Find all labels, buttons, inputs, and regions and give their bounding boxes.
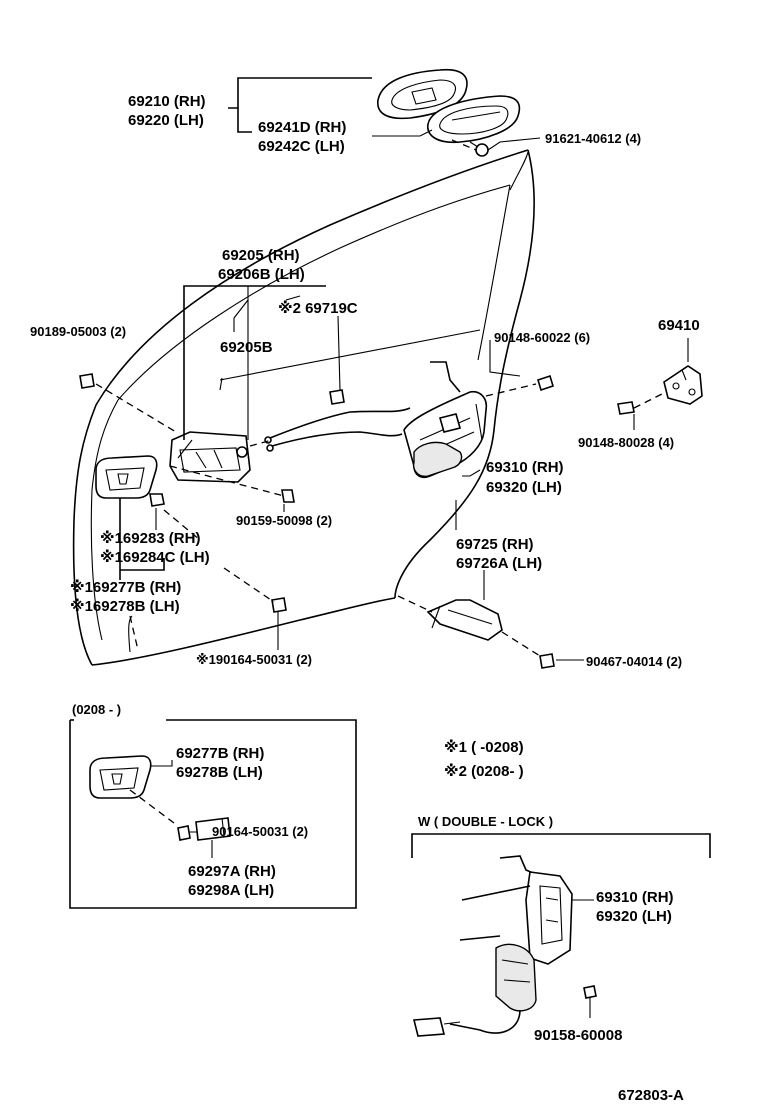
inset-box	[69, 719, 357, 909]
label-69726A: 69726A (LH)	[456, 555, 542, 572]
note-2: ※2 (0208- )	[444, 762, 524, 780]
screw-69719C	[329, 389, 345, 405]
door-lock-assembly	[403, 390, 488, 479]
label-inset-date: (0208 - )	[72, 702, 121, 717]
label-69410: 69410	[658, 317, 700, 334]
label-69220: 69220 (LH)	[128, 112, 204, 129]
screw-90159	[281, 489, 295, 503]
label-69297A: 69297A (RH)	[188, 863, 276, 880]
label-69205B: 69205B	[220, 339, 273, 356]
door-striker-69410	[663, 365, 703, 405]
door-panel-outline	[72, 149, 535, 666]
label-69241D: 69241D (RH)	[258, 119, 346, 136]
label-69725: 69725 (RH)	[456, 536, 534, 553]
screw-91621	[469, 141, 489, 157]
label-169278B: ※169278B (LH)	[70, 597, 180, 615]
leader-lines	[119, 77, 689, 661]
lock-bracket-69725	[426, 599, 503, 641]
bolt-90467	[539, 653, 555, 669]
label-69205: 69205 (RH)	[222, 247, 300, 264]
label-69320-main: 69320 (LH)	[486, 479, 562, 496]
label-169284C: ※169284C (LH)	[100, 548, 210, 566]
inside-handle	[169, 431, 251, 483]
label-190164: ※190164-50031 (2)	[196, 652, 312, 667]
screw-90148-80028	[617, 401, 635, 415]
double-lock-section	[411, 833, 711, 1037]
label-90467: 90467-04014 (2)	[586, 654, 682, 669]
label-69278B: 69278B (LH)	[176, 764, 263, 781]
screw-90148-60022	[537, 374, 554, 392]
clip-69205B	[236, 446, 248, 458]
dashed-lines	[95, 139, 667, 657]
lock-rods	[264, 361, 461, 452]
label-69719C: ※2 69719C	[278, 299, 358, 317]
handle-bezel	[95, 455, 158, 499]
label-91621: 91621-40612 (4)	[545, 131, 641, 146]
label-69320-double: 69320 (LH)	[596, 908, 672, 925]
label-90189: 90189-05003 (2)	[30, 324, 126, 339]
note-1: ※1 ( -0208)	[444, 738, 524, 756]
clip-90189	[79, 373, 95, 389]
drawing-number: 672803-A	[618, 1087, 684, 1104]
label-69277B: 69277B (RH)	[176, 745, 264, 762]
label-169283: ※169283 (RH)	[100, 529, 200, 547]
outside-handle	[377, 68, 521, 144]
label-69310-main: 69310 (RH)	[486, 459, 564, 476]
label-90158: 90158-60008	[534, 1027, 622, 1044]
label-69310-double: 69310 (RH)	[596, 889, 674, 906]
screw-190164	[271, 597, 287, 613]
label-90148-60022: 90148-60022 (6)	[494, 330, 590, 345]
label-double-lock: W ( DOUBLE - LOCK )	[418, 814, 553, 829]
label-69206B: 69206B (LH)	[218, 266, 305, 283]
label-169277B: ※169277B (RH)	[70, 578, 181, 596]
label-69298A: 69298A (LH)	[188, 882, 274, 899]
label-90148-80028: 90148-80028 (4)	[578, 435, 674, 450]
lock-knob-169283	[149, 493, 165, 507]
label-69210: 69210 (RH)	[128, 93, 206, 110]
label-69242C: 69242C (LH)	[258, 138, 345, 155]
label-90159: 90159-50098 (2)	[236, 513, 332, 528]
label-90164: 90164-50031 (2)	[212, 824, 308, 839]
